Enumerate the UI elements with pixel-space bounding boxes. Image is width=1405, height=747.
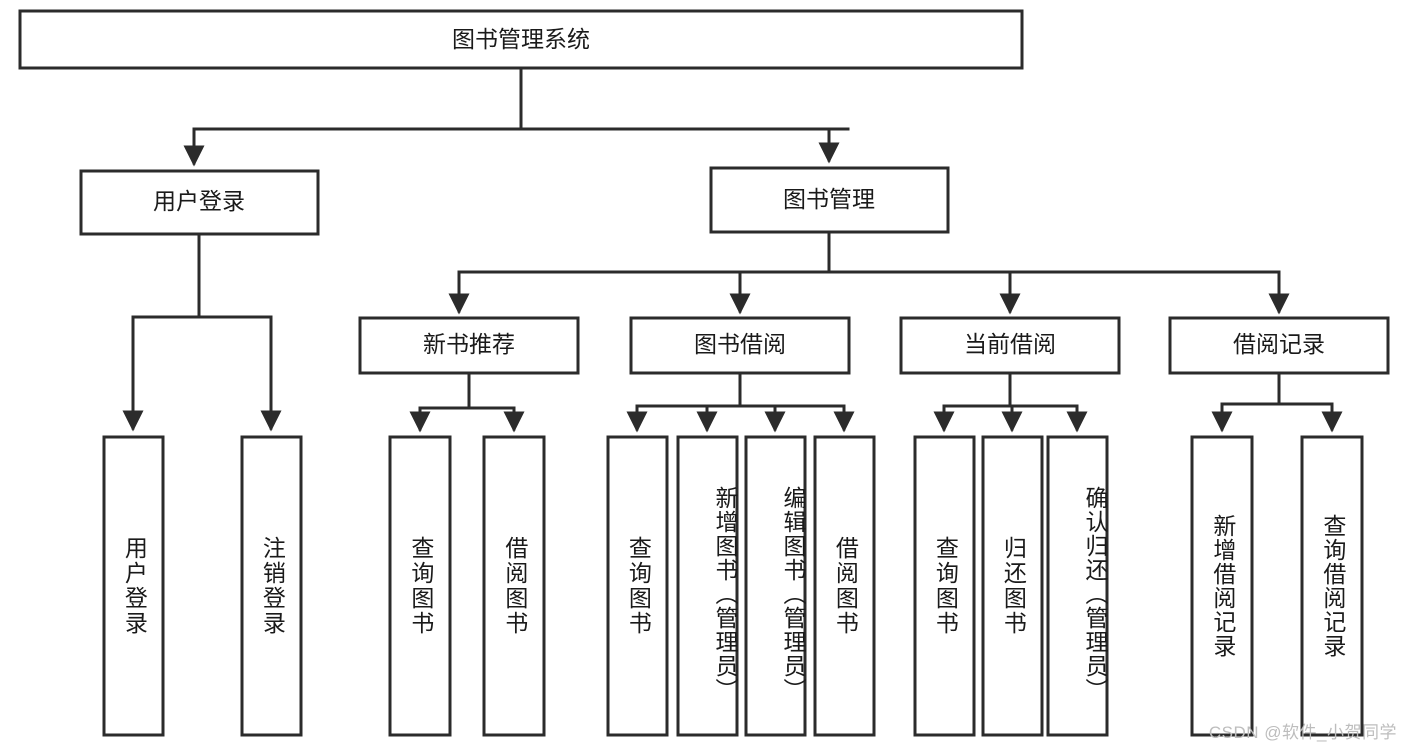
node-current-borrow-rect[interactable] [899,316,1121,375]
node-root-rect[interactable] [18,9,1024,70]
node-user-login-label: 用户登录 [153,188,245,214]
connector-group-root [183,66,850,167]
leaf-rect-borrow-record-2[interactable] [1300,435,1364,737]
leaf-rect-borrow-record-1[interactable] [1190,435,1254,737]
leaf-rect-book-borrow-2[interactable] [676,435,739,737]
node-user-login-rect[interactable] [79,169,320,236]
node-borrow-record-label: 借阅记录 [1233,331,1325,357]
leaf-rect-current-borrow-3[interactable] [1046,435,1109,737]
connector-group-new-book [409,371,525,433]
connector-group-borrow-record [1211,371,1343,433]
leaf-rect-user-login-1[interactable] [102,435,165,737]
leaf-rect-user-login-2[interactable] [240,435,303,737]
watermark-text: CSDN @软件_小贺同学 [1208,723,1397,742]
connector-group-current-borrow [933,371,1088,433]
connector-group-user-login [122,232,282,432]
node-borrow-record[interactable]: 借阅记录 [1168,316,1390,375]
node-new-book-recommend[interactable]: 新书推荐 [358,316,580,375]
node-book-borrow[interactable]: 图书借阅 [629,316,851,375]
leaf-rect-current-borrow-2[interactable] [981,435,1044,737]
node-book-manage-rect[interactable] [709,166,950,234]
node-book-manage-label: 图书管理 [783,186,875,212]
leaf-rect-book-borrow-3[interactable] [744,435,807,737]
leaf-rect-new-book-1[interactable] [388,435,452,737]
node-user-login[interactable]: 用户登录 [79,169,320,236]
node-root-label: 图书管理系统 [452,26,590,52]
connector-group-book-borrow [626,371,855,433]
leaf-rect-new-book-2[interactable] [482,435,546,737]
node-new-book-recommend-rect[interactable] [358,316,580,375]
leaf-rect-current-borrow-1[interactable] [913,435,976,737]
leaf-rect-book-borrow-1[interactable] [606,435,669,737]
node-current-borrow[interactable]: 当前借阅 [899,316,1121,375]
connector-group-book-manage [448,230,1290,315]
leaf-rect-book-borrow-4[interactable] [813,435,876,737]
node-book-borrow-label: 图书借阅 [694,331,786,357]
node-new-book-recommend-label: 新书推荐 [423,331,515,357]
node-borrow-record-rect[interactable] [1168,316,1390,375]
node-book-manage[interactable]: 图书管理 [709,166,950,234]
leaf-nodes [102,435,1364,737]
node-current-borrow-label: 当前借阅 [964,331,1056,357]
node-root[interactable]: 图书管理系统 [18,9,1024,70]
node-book-borrow-rect[interactable] [629,316,851,375]
